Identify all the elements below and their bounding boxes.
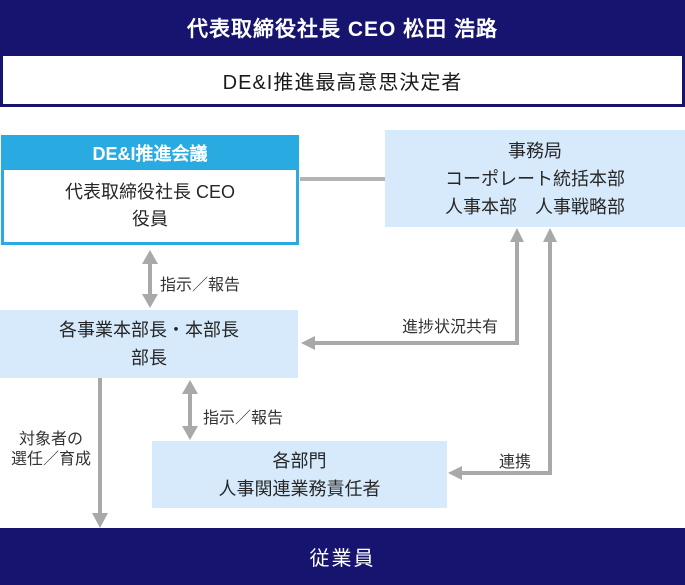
label-instruct-report-bottom: 指示／報告 <box>203 410 284 427</box>
top-header-block: 代表取締役社長 CEO 松田 浩路 DE&I推進最高意思決定者 <box>0 0 685 107</box>
dei-council-header: DE&I推進会議 <box>1 135 299 170</box>
secretariat-line1: 事務局 <box>508 140 562 161</box>
employees-bar: 従業員 <box>0 528 685 585</box>
dept-heads-box: 各事業本部長・本部長 部長 <box>0 310 298 378</box>
dei-council-box: DE&I推進会議 代表取締役社長 CEO 役員 <box>1 135 299 248</box>
dept-heads-line1: 各事業本部長・本部長 <box>59 320 239 340</box>
arrow-cooperation-heads <box>448 228 557 480</box>
secretariat-line3: 人事本部 人事戦略部 <box>445 196 625 217</box>
departments-line1: 各部門 <box>272 450 327 471</box>
ceo-title: 代表取締役社長 CEO 松田 浩路 <box>186 18 498 41</box>
arrow-instruct-report-top <box>142 250 158 308</box>
dept-heads-line2: 部長 <box>131 348 167 368</box>
arrow-instruct-report-bottom <box>182 380 198 440</box>
label-selection-line1: 対象者の <box>18 431 83 448</box>
label-progress-share: 進捗状況共有 <box>402 319 499 336</box>
secretariat-box: 事務局 コーポレート統括本部 人事本部 人事戦略部 <box>385 130 685 227</box>
departments-box: 各部門 人事関連業務責任者 <box>152 441 447 508</box>
council-member-line1: 代表取締役社長 CEO <box>64 182 235 202</box>
dei-decision-maker-box: DE&I推進最高意思決定者 <box>3 56 682 104</box>
label-selection-line2: 選任／育成 <box>10 451 91 468</box>
label-instruct-report-top: 指示／報告 <box>160 277 241 294</box>
dei-council-body: 代表取締役社長 CEO 役員 <box>1 170 299 245</box>
council-member-line2: 役員 <box>132 209 168 229</box>
arrow-cooperation <box>460 240 552 475</box>
secretariat-line2: コーポレート統括本部 <box>445 168 625 189</box>
label-selection-training: 対象者の 選任／育成 <box>5 430 97 470</box>
label-cooperation: 連携 <box>499 454 532 471</box>
departments-line2: 人事関連業務責任者 <box>218 478 381 499</box>
